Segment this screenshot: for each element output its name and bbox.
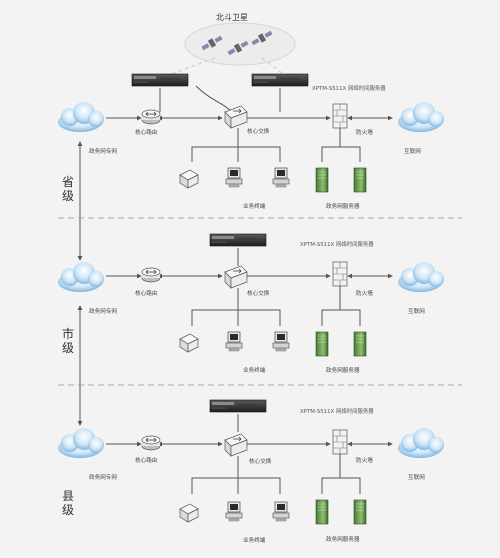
- internet-label: 互联网: [408, 473, 425, 481]
- firewall-label: 防火墙: [356, 456, 373, 464]
- time-server-device: [209, 399, 267, 413]
- tier-municipal: XPTM-S511X 网络时间服务器 政务网专网 核心路由 核心交换 防火墙 互…: [58, 233, 444, 374]
- tier-level-label: 市 级: [62, 326, 78, 355]
- time-server-device: [251, 73, 309, 87]
- workstation-icon: [225, 501, 243, 522]
- core-router-icon: [141, 435, 161, 451]
- terminal-icon: [179, 333, 199, 353]
- workstation-icon: [272, 167, 290, 188]
- tier-level-label: 县 级: [62, 489, 78, 517]
- workstation-icon: [272, 331, 290, 352]
- gov-net-cloud: [58, 428, 104, 458]
- core-switch-label: 核心交换: [247, 289, 270, 297]
- workstation-icon: [225, 167, 243, 188]
- internet-label: 互联网: [404, 147, 421, 155]
- time-server-label: XPTM-S511X 网络时间服务器: [312, 84, 386, 92]
- core-router-label: 核心路由: [135, 289, 157, 297]
- workstation-icon: [225, 331, 243, 352]
- firewall-label: 防火墙: [356, 289, 373, 297]
- firewall-label: 防火墙: [356, 128, 373, 136]
- tier-level-label: 省 级: [62, 175, 78, 203]
- time-server-device: [131, 73, 189, 87]
- gov-servers-label: 政务网服务器: [326, 202, 360, 210]
- core-switch-icon: [224, 265, 248, 289]
- gov-net-cloud: [58, 102, 104, 132]
- gov-servers-label: 政务网服务器: [326, 535, 360, 543]
- gov-server-icon: [315, 499, 329, 525]
- terminals-label: 业务终端: [243, 536, 266, 544]
- time-server-device: [209, 233, 267, 247]
- gov-net-cloud: [58, 262, 104, 292]
- internet-cloud: [398, 262, 444, 292]
- gov-net-label: 政务网专网: [89, 473, 117, 481]
- terminals-label: 业务终端: [243, 366, 266, 374]
- core-router-label: 核心路由: [135, 456, 157, 464]
- satellite-label: 北斗卫星: [216, 13, 248, 22]
- firewall-icon: [332, 429, 348, 455]
- firewall-icon: [332, 261, 348, 287]
- firewall-icon: [332, 103, 348, 129]
- terminal-icon: [179, 169, 199, 189]
- gov-net-label: 政务网专网: [89, 147, 117, 155]
- workstation-icon: [272, 501, 290, 522]
- satellite-cloud: [184, 22, 296, 66]
- gov-server-icon: [315, 331, 329, 357]
- core-switch-icon: [224, 433, 248, 457]
- gov-servers-label: 政务网服务器: [326, 366, 360, 374]
- internet-label: 互联网: [408, 307, 425, 315]
- internet-cloud: [398, 428, 444, 458]
- core-router-icon: [141, 109, 161, 125]
- tier-county: XPTM-S511X 网络时间服务器 政务网专网 核心路由 核心交换 防火墙 互…: [58, 399, 444, 544]
- core-router-label: 核心路由: [135, 128, 157, 136]
- core-switch-label: 核心交换: [249, 457, 272, 465]
- gov-server-icon: [353, 167, 367, 193]
- terminals-label: 业务终端: [243, 202, 266, 210]
- terminal-icon: [179, 503, 199, 523]
- gov-server-icon: [353, 499, 367, 525]
- gov-server-icon: [353, 331, 367, 357]
- core-switch-label: 核心交换: [247, 127, 270, 135]
- gov-server-icon: [315, 167, 329, 193]
- time-server-label: XPTM-S511X 网络时间服务器: [300, 240, 374, 248]
- gov-net-label: 政务网专网: [89, 307, 117, 315]
- core-router-icon: [141, 267, 161, 283]
- internet-cloud: [398, 102, 444, 132]
- tier-provincial: XPTM-S511X 网络时间服务器 政务网专网 核心路由 核心交换 防火墙 互…: [58, 73, 444, 210]
- time-server-label: XPTM-S511X 网络时间服务器: [300, 407, 374, 415]
